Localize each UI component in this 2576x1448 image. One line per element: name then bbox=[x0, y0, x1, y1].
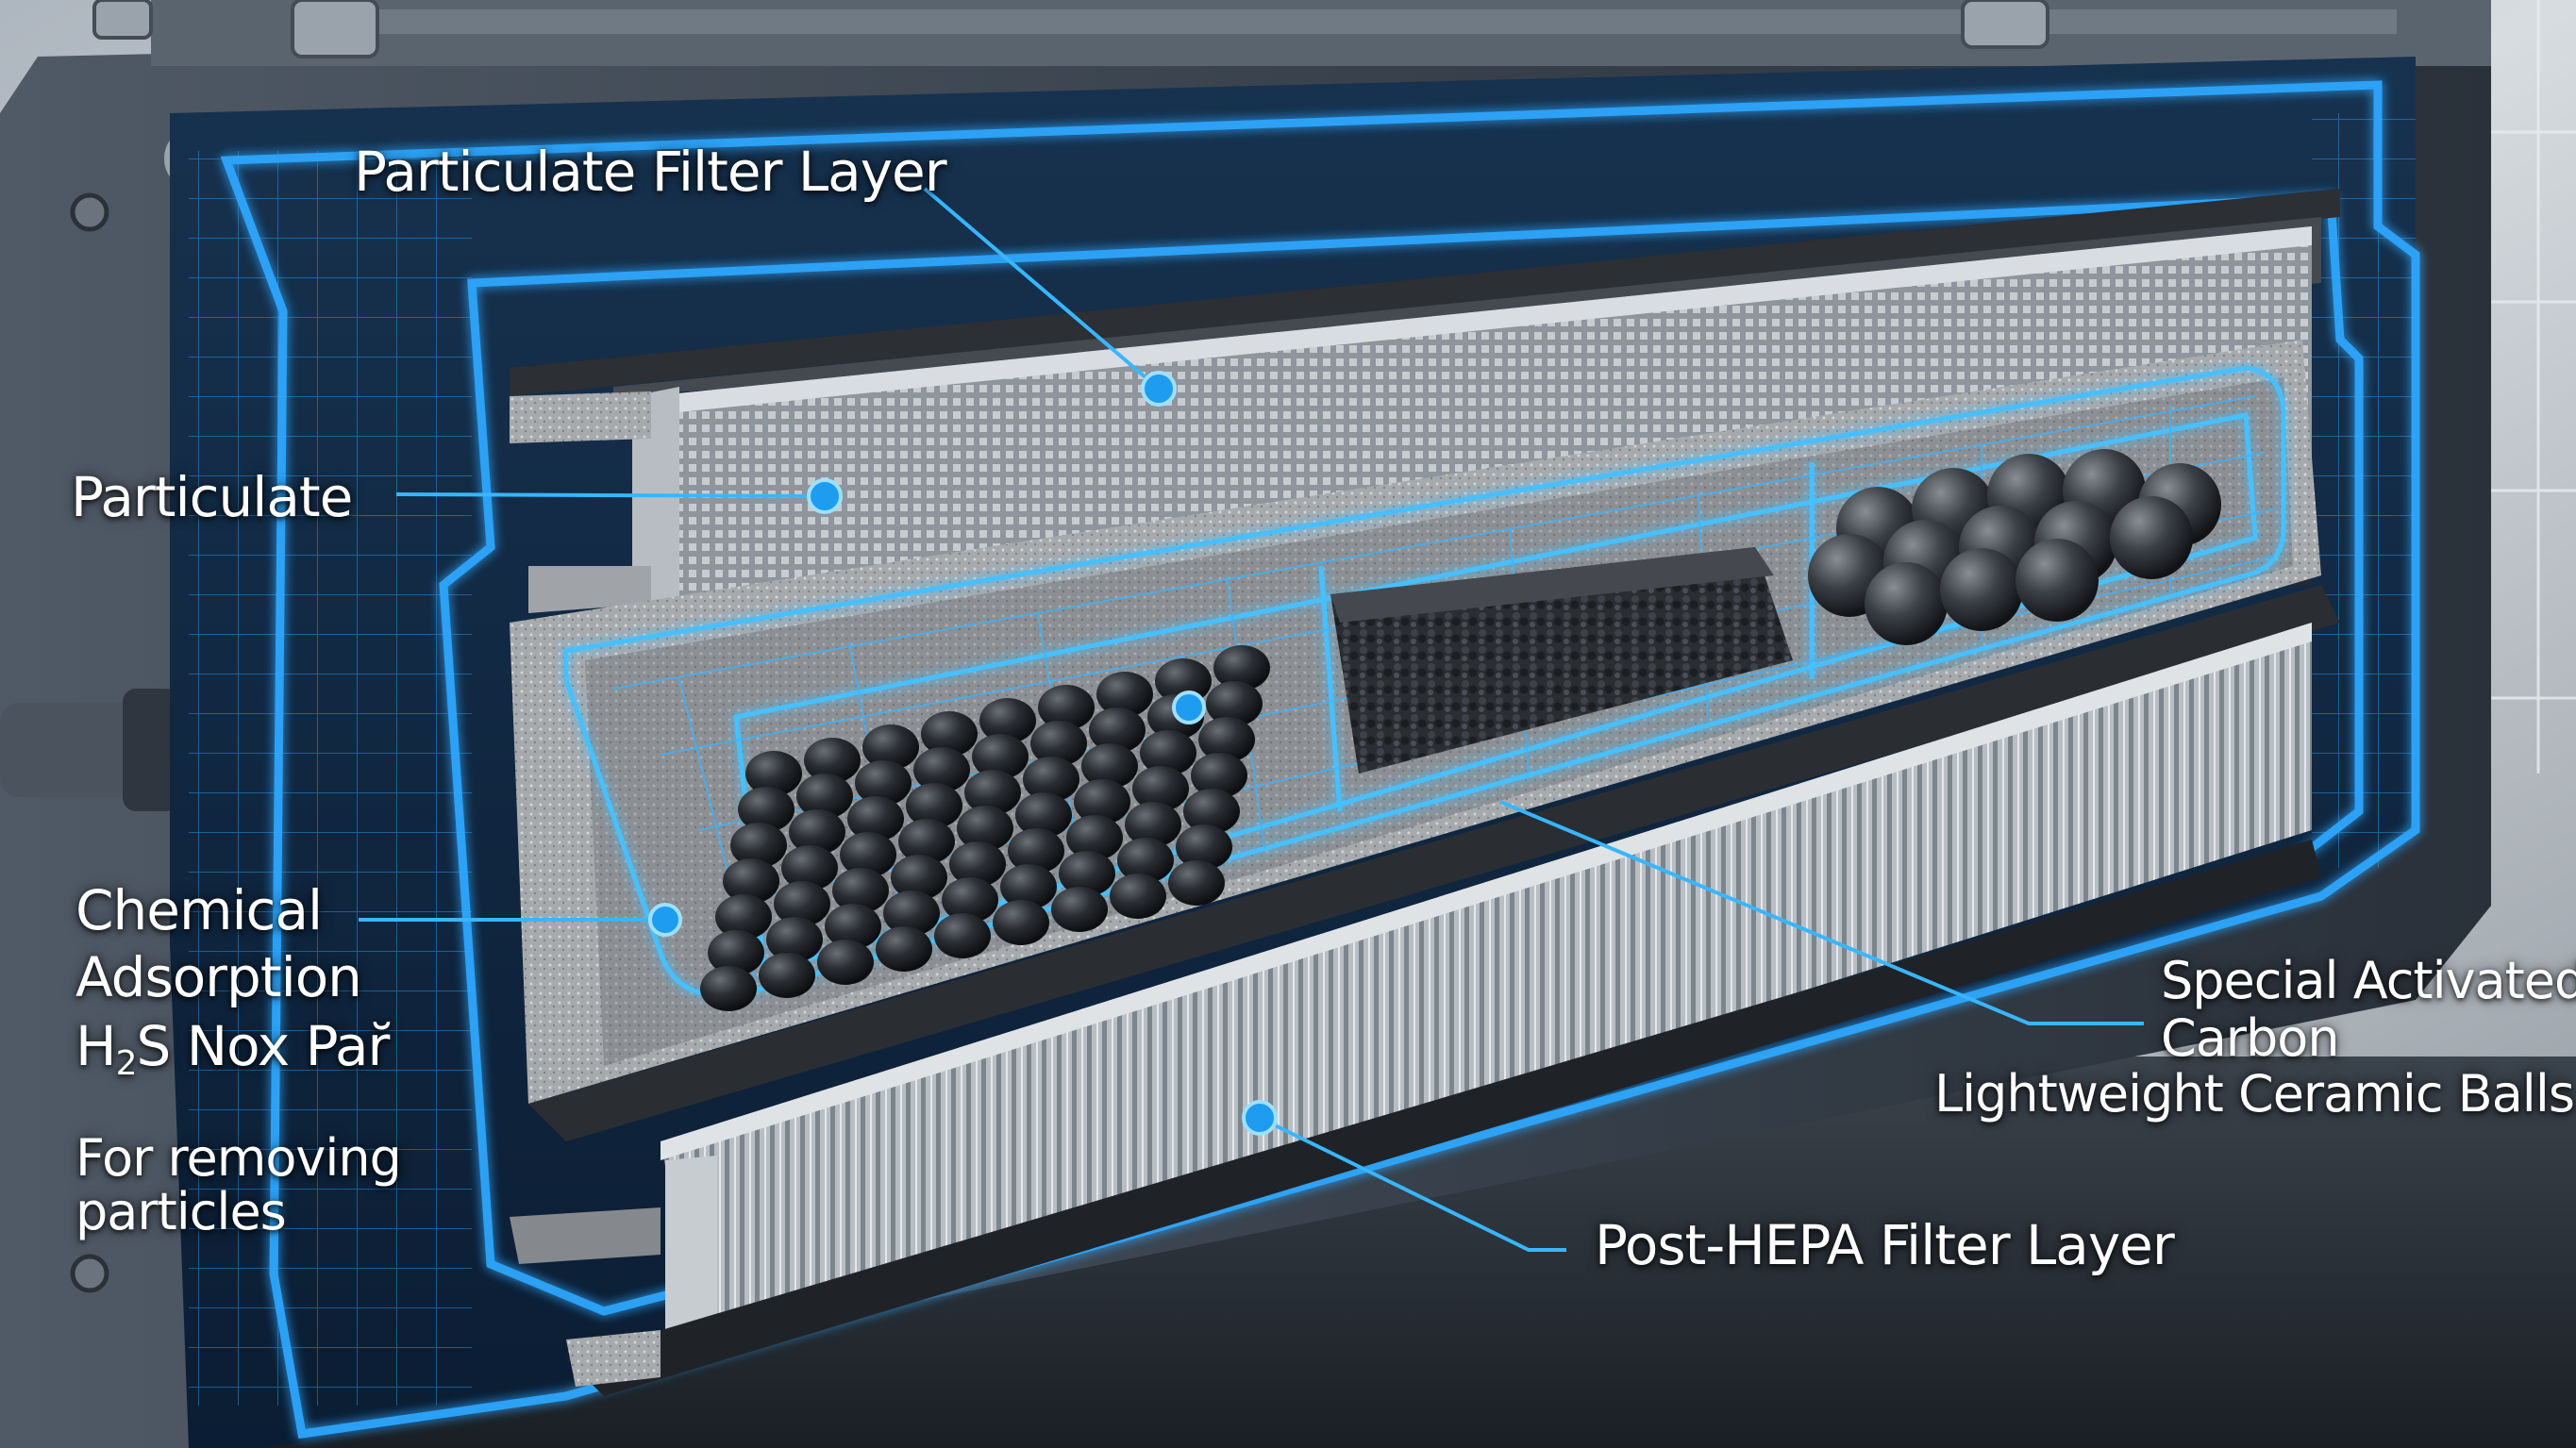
ceramic-ball bbox=[1008, 828, 1064, 874]
ceramic-ball bbox=[796, 774, 853, 819]
ceramic-ball bbox=[1038, 685, 1095, 730]
ceramic-ball bbox=[972, 734, 1029, 779]
ceramic-ball bbox=[855, 760, 912, 806]
ceramic-ball bbox=[804, 738, 861, 783]
ceramic-ball bbox=[1140, 730, 1196, 775]
ceramic-ball bbox=[774, 881, 830, 926]
chemical-adsorption-tray bbox=[510, 340, 2321, 1104]
large-ceramic-ball bbox=[2016, 539, 2099, 622]
ceramic-ball bbox=[964, 770, 1021, 815]
ceramic-ball bbox=[1059, 851, 1115, 896]
ceramic-ball bbox=[1081, 743, 1138, 789]
ceramic-ball bbox=[817, 940, 874, 985]
ceramic-ball bbox=[766, 917, 823, 962]
large-ceramic-balls bbox=[1808, 449, 2221, 645]
ceramic-ball bbox=[738, 787, 795, 832]
ceramic-ball bbox=[913, 747, 970, 792]
large-ceramic-ball bbox=[1865, 562, 1948, 645]
large-ceramic-ball bbox=[2110, 496, 2193, 579]
ceramic-ball bbox=[979, 698, 1036, 743]
ceramic-ball bbox=[1117, 838, 1174, 883]
ceramic-ball bbox=[921, 711, 978, 757]
for-removing-particles-label: For removing particles bbox=[75, 1128, 402, 1241]
ceramic-ball bbox=[847, 796, 904, 841]
ceramic-ball bbox=[898, 819, 955, 864]
ceramic-ball bbox=[949, 841, 1006, 887]
ceramic-ball bbox=[1168, 860, 1225, 906]
ceramic-ball bbox=[723, 858, 779, 904]
ceramic-ball bbox=[862, 724, 919, 770]
ceramic-ball bbox=[906, 783, 962, 828]
ceramic-ball bbox=[715, 894, 772, 940]
formula-subscript: 2 bbox=[115, 1043, 138, 1083]
ceramic-ball bbox=[1110, 874, 1166, 919]
particles-line: particles bbox=[75, 1181, 287, 1241]
ceramic-ball bbox=[1183, 789, 1240, 834]
ceramic-ball bbox=[730, 823, 787, 868]
ceramic-ball bbox=[1213, 645, 1270, 691]
ceramic-ball bbox=[1015, 792, 1072, 838]
formula-rest: S Nox Par̆ bbox=[136, 1013, 391, 1078]
ceramic-ball bbox=[1066, 815, 1123, 860]
ceramic-ball bbox=[957, 806, 1013, 851]
ceramic-ball bbox=[825, 904, 881, 949]
ceramic-ball bbox=[1000, 864, 1057, 909]
ceramic-ball bbox=[1051, 887, 1108, 932]
ceramic-ball bbox=[1155, 658, 1212, 704]
ceramic-ball bbox=[781, 845, 838, 890]
special-activated-line: Special Activated bbox=[2161, 951, 2576, 1010]
ceramic-ball bbox=[934, 913, 991, 958]
for-removing-line: For removing bbox=[75, 1128, 402, 1188]
particulate-filter-layer-label: Particulate Filter Layer bbox=[354, 140, 947, 204]
ceramic-ball bbox=[745, 751, 802, 796]
ceramic-ball bbox=[876, 926, 932, 972]
special-activated-carbon-label: Special Activated Carbon bbox=[2161, 951, 2576, 1068]
ceramic-ball bbox=[1030, 721, 1087, 766]
ceramic-ball bbox=[993, 900, 1049, 945]
chemical-adsorption-label: Chemical Adsorption H2S Nox Par̆ bbox=[75, 878, 390, 1083]
chemical-line: Chemical bbox=[75, 878, 323, 942]
ceramic-ball bbox=[1125, 802, 1181, 847]
large-ceramic-ball bbox=[1940, 548, 2023, 631]
ceramic-ball bbox=[1176, 824, 1232, 870]
ceramic-ball bbox=[1206, 681, 1263, 726]
ceramic-ball bbox=[708, 930, 764, 975]
ceramic-ball bbox=[759, 953, 815, 998]
particulate-label: Particulate bbox=[71, 465, 353, 529]
ceramic-ball bbox=[1089, 707, 1146, 753]
lightweight-ceramic-balls-label: Lightweight Ceramic Balls bbox=[1934, 1064, 2575, 1123]
ceramic-ball bbox=[942, 877, 998, 923]
ceramic-ball bbox=[840, 832, 896, 877]
ceramic-ball bbox=[1074, 779, 1130, 824]
ceramic-ball bbox=[1198, 717, 1255, 762]
ceramic-ball bbox=[1191, 753, 1247, 798]
post-hepa-filter-layer-label: Post-HEPA Filter Layer bbox=[1595, 1213, 2175, 1277]
ceramic-ball bbox=[883, 890, 940, 936]
ceramic-ball bbox=[700, 966, 757, 1011]
ceramic-ball bbox=[1023, 757, 1079, 802]
post-hepa-filter-panel bbox=[510, 585, 2340, 1396]
ceramic-ball bbox=[1096, 672, 1153, 717]
adsorption-line: Adsorption bbox=[75, 944, 362, 1009]
h2s-nox-formula: H2S Nox Par̆ bbox=[75, 1017, 390, 1083]
carbon-line: Carbon bbox=[2161, 1007, 2340, 1068]
formula-h: H bbox=[75, 1013, 117, 1078]
ceramic-ball bbox=[832, 868, 889, 913]
ceramic-ball bbox=[891, 855, 947, 900]
ceramic-ball bbox=[1132, 766, 1189, 811]
ceramic-ball bbox=[789, 809, 845, 855]
ceramic-ball-bed bbox=[700, 645, 1270, 1011]
